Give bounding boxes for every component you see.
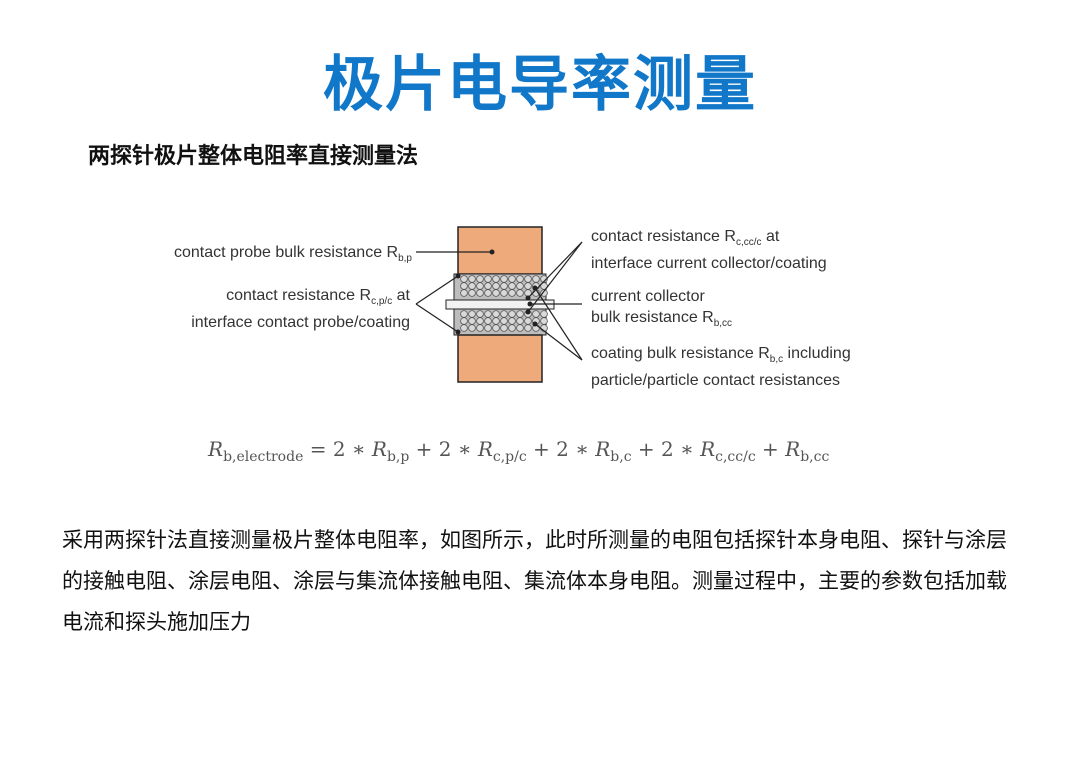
coating-particle — [540, 289, 548, 297]
coating-particle — [540, 317, 548, 325]
label-probe-bulk: contact probe bulk resistance Rb,p — [173, 244, 412, 265]
coating-particle — [524, 275, 532, 283]
coating-particle — [540, 310, 548, 318]
leader-dots — [455, 249, 538, 335]
coating-particle — [532, 275, 540, 283]
coating-particle — [468, 282, 476, 290]
coating-particle — [468, 324, 476, 332]
coating-particle — [484, 289, 492, 297]
coating-particle — [460, 275, 468, 283]
coating-particle — [516, 289, 524, 297]
coating-particle — [460, 324, 468, 332]
coating-particle — [484, 275, 492, 283]
coating-particle — [460, 317, 468, 325]
top-probe — [457, 226, 543, 275]
electrode-resistance-diagram: contact probe bulk resistance Rb,p conta… — [140, 222, 900, 392]
page-title: 极片电导率测量 — [323, 50, 757, 120]
bottom-probe — [457, 334, 543, 383]
diagram-svg — [415, 226, 583, 383]
coating-particle — [516, 310, 524, 318]
label-contact-probe-coating: contact resistance Rc,p/c at interface c… — [191, 287, 410, 332]
coating-particle — [460, 289, 468, 297]
coating-particle — [492, 324, 500, 332]
coating-particle — [532, 310, 540, 318]
coating-particle — [476, 324, 484, 332]
coating-particle — [468, 289, 476, 297]
coating-particle — [484, 317, 492, 325]
coating-particle — [484, 282, 492, 290]
coating-particle — [492, 282, 500, 290]
coating-particle — [468, 317, 476, 325]
label-contact-collector-coating: contact resistance Rc,cc/c at interface … — [591, 228, 827, 273]
section-subtitle: 两探针极片整体电阻率直接测量法 — [88, 144, 419, 169]
coating-particle — [500, 310, 508, 318]
coating-particle — [476, 275, 484, 283]
coating-particle — [484, 310, 492, 318]
coating-particle — [516, 317, 524, 325]
label-current-collector: current collector bulk resistance Rb,cc — [591, 288, 733, 330]
coating-particle — [492, 317, 500, 325]
coating-particle — [508, 275, 516, 283]
coating-particle — [524, 317, 532, 325]
coating-particle — [500, 282, 508, 290]
coating-particle — [492, 289, 500, 297]
coating-particle — [476, 282, 484, 290]
coating-particle — [476, 317, 484, 325]
coating-particle — [500, 275, 508, 283]
coating-particle — [508, 282, 516, 290]
coating-particle — [476, 310, 484, 318]
coating-particle — [460, 310, 468, 318]
coating-particle — [508, 310, 516, 318]
coating-particle — [468, 275, 476, 283]
coating-particle — [484, 324, 492, 332]
coating-particle — [468, 310, 476, 318]
coating-particle — [524, 324, 532, 332]
resistance-formula: Rb,electrode = 2 ∗ Rb,p + 2 ∗ Rc,p/c + 2… — [208, 437, 830, 465]
coating-particle — [492, 310, 500, 318]
description-paragraph: 采用两探针法直接测量极片整体电阻率，如图所示，此时所测量的电阻包括探针本身电阻、… — [62, 528, 1007, 634]
coating-particle — [492, 275, 500, 283]
coating-particles — [460, 275, 548, 332]
coating-particle — [500, 324, 508, 332]
lower-coating — [453, 308, 547, 336]
label-coating-bulk: coating bulk resistance Rb,c including p… — [591, 345, 851, 390]
coating-particle — [460, 282, 468, 290]
coating-particle — [508, 289, 516, 297]
coating-particle — [500, 317, 508, 325]
coating-particle — [500, 289, 508, 297]
coating-particle — [516, 282, 524, 290]
coating-particle — [508, 317, 516, 325]
upper-coating — [453, 273, 547, 301]
coating-particle — [516, 324, 524, 332]
coating-particle — [508, 324, 516, 332]
coating-particle — [524, 282, 532, 290]
coating-particle — [476, 289, 484, 297]
coating-particle — [516, 275, 524, 283]
